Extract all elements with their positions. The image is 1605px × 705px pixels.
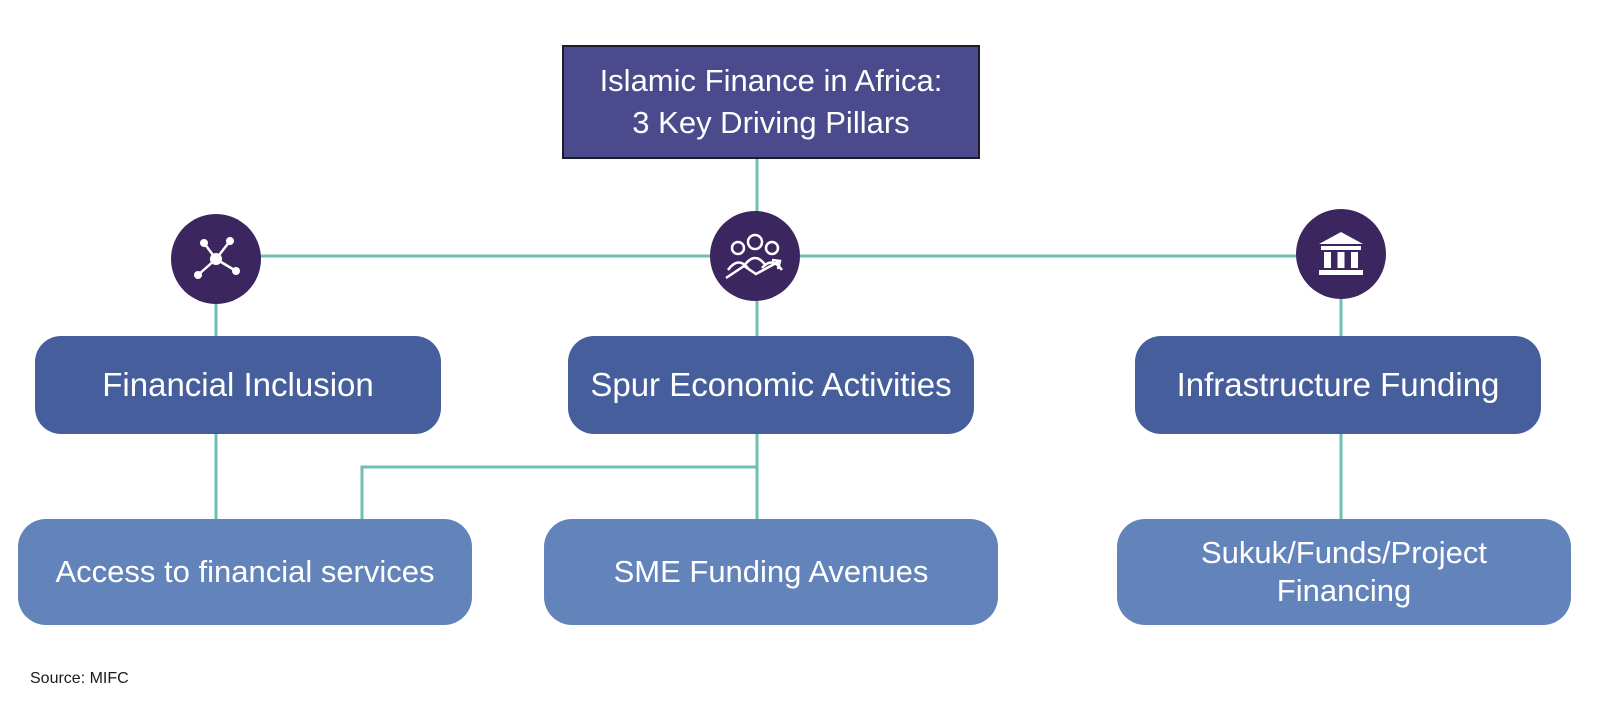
title-line-1: Islamic Finance in Africa: <box>599 63 943 98</box>
pillar-label: Infrastructure Funding <box>1176 366 1500 403</box>
pillar-label: Financial Inclusion <box>102 366 374 403</box>
pillar-label: Spur Economic Activities <box>590 366 952 403</box>
sub-label-line-1: Sukuk/Funds/Project <box>1200 535 1488 570</box>
source-note: Source: MIFC <box>30 670 129 687</box>
sub-sme-funding-avenues: SME Funding Avenues <box>544 519 998 625</box>
connector-pillar2-sub1 <box>360 465 757 519</box>
pillar-infrastructure-funding: Infrastructure Funding <box>1135 336 1541 434</box>
network-icon <box>171 214 261 304</box>
title-box: Islamic Finance in Africa: 3 Key Driving… <box>562 45 980 159</box>
sub-label: Access to financial services <box>55 554 435 589</box>
people-growth-icon <box>710 211 800 301</box>
title-line-2: 3 Key Driving Pillars <box>632 105 910 140</box>
sub-access-to-financial-services: Access to financial services <box>18 519 472 625</box>
sub-label: SME Funding Avenues <box>613 554 929 589</box>
sub-label-line-2: Financing <box>1276 573 1412 608</box>
sub-sukuk-funds-project-financing: Sukuk/Funds/Project Financing <box>1117 519 1571 625</box>
pillar-financial-inclusion: Financial Inclusion <box>35 336 441 434</box>
bank-building-icon <box>1296 209 1386 299</box>
pillar-spur-economic-activities: Spur Economic Activities <box>568 336 974 434</box>
